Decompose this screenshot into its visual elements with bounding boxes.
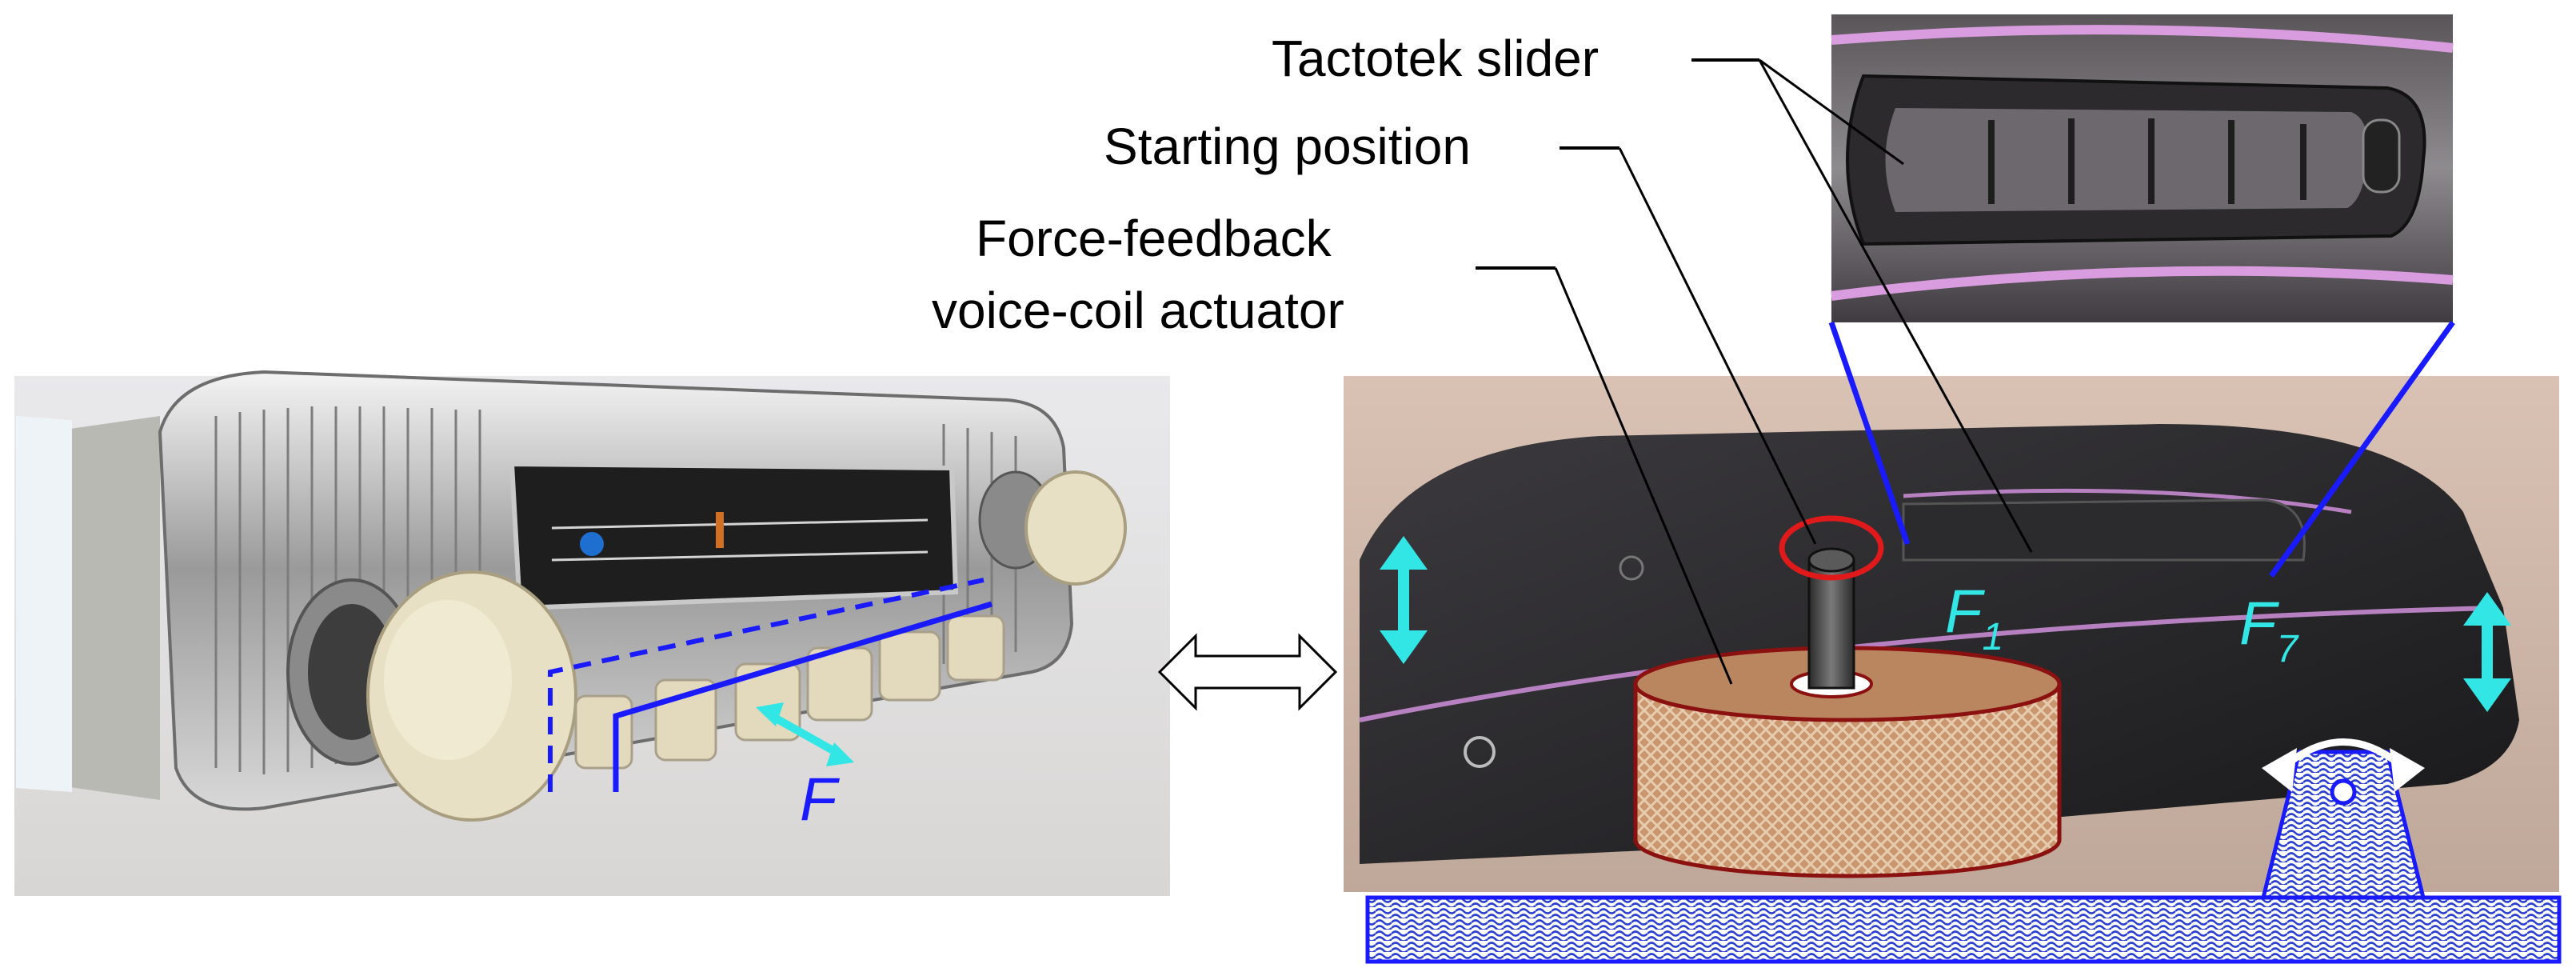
force-arrow-left xyxy=(756,702,854,766)
zoom-line-right xyxy=(2269,320,2455,578)
vertical-arrow-left xyxy=(1380,536,1428,664)
radio-photo: F xyxy=(14,370,1170,896)
force-label-f: F xyxy=(800,766,840,834)
actuator-stick xyxy=(1807,558,1855,690)
label-tactotek-slider: Tactotek slider xyxy=(1272,30,1599,87)
starting-position-ring xyxy=(1779,515,1884,581)
device-photo: F1 F7 xyxy=(1344,376,2562,964)
button-solid-outline xyxy=(613,601,992,792)
zoom-line-left xyxy=(1828,321,1911,546)
label-actuator-line2: voice-coil actuator xyxy=(932,282,1344,339)
label-starting-position: Starting position xyxy=(1104,118,1471,175)
rotation-arrow xyxy=(2262,738,2425,792)
force-label-f1: F1 xyxy=(1945,578,2003,658)
pivot xyxy=(2260,750,2426,900)
equivalence-arrow xyxy=(1157,633,1338,711)
slider-inset xyxy=(1831,14,2454,322)
force-label-f7: F7 xyxy=(2239,590,2299,670)
vertical-arrow-right xyxy=(2463,592,2511,712)
button-dashed-outline xyxy=(548,578,984,792)
base-bar xyxy=(1365,895,2562,964)
label-actuator-line1: Force-feedback xyxy=(976,210,1332,267)
